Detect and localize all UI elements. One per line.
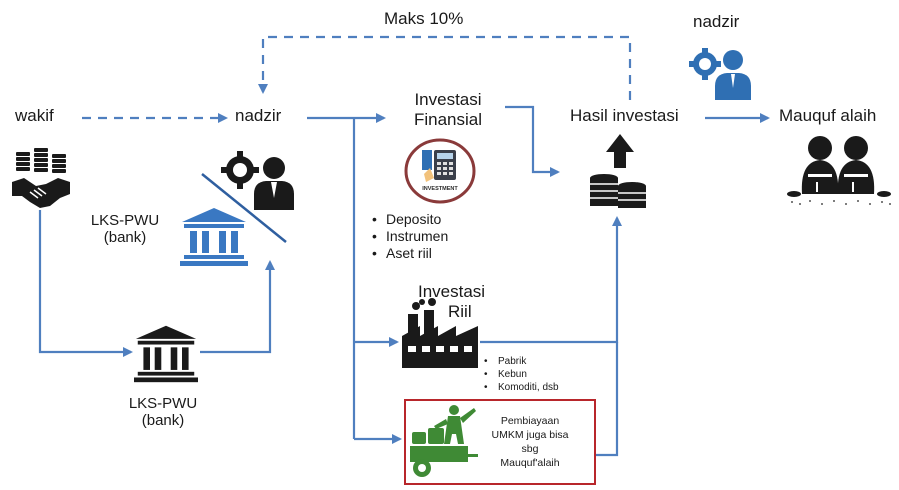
investasi-finansial-line1: Investasi [414,90,482,109]
nadzir-top-label: nadzir [693,12,740,31]
finansial-item: Instrumen [372,228,448,245]
arrow-finansial-hasil [505,105,560,177]
arrow-riil-hasil [480,216,622,344]
nadzir-label: nadzir [235,106,282,125]
lks-pwu-upper-line2: (bank) [103,229,147,247]
arrow-wakif-bank [38,210,133,357]
factory-icon [402,298,478,368]
umkm-line: sbg [521,443,539,455]
nadzir-blue-icon [689,48,751,100]
bank-lower-icon [134,325,198,383]
umkm-line: UMKM juga bisa [491,429,569,441]
finansial-item: Deposito [372,211,448,228]
lks-pwu-upper-label: LKS-PWU (bank) [80,212,170,247]
lks-pwu-lower-label: LKS-PWU (bank) [118,395,208,430]
hasil-investasi-label: Hasil investasi [570,106,679,125]
finansial-list: Deposito Instrumen Aset riil [372,211,448,262]
investasi-finansial-label: Investasi Finansial [398,90,498,129]
riil-item: Komoditi, dsb [484,381,559,394]
riil-item: Kebun [484,368,559,381]
lks-pwu-lower-line2: (bank) [141,412,185,430]
finansial-item: Aset riil [372,245,448,262]
investasi-riil-line2: Riil [448,302,472,321]
coins-handshake-icon [12,148,70,208]
umkm-text: Pembiayaan UMKM juga bisa sbg Mauquf'ala… [478,414,582,470]
beneficiary-people-icon [787,136,891,205]
arrow-bank-nadzir [200,260,275,354]
investasi-riil-line1: Investasi [418,282,486,301]
street-vendor-icon [410,405,478,477]
investment-icon: INVESTMENT [404,138,476,204]
bank-upper-icon [180,208,248,266]
umkm-line: Pembiayaan [500,415,560,427]
investasi-finansial-line2: Finansial [413,109,483,129]
wakif-label: wakif [15,106,54,125]
umkm-line: Mauquf'alaih [500,457,560,469]
arrow-maks-10 [258,35,632,100]
investment-icon-text: INVESTMENT [422,186,458,192]
lks-pwu-lower-line1: LKS-PWU [128,395,198,412]
umkm-box [404,399,596,485]
mauquf-alaih-label: Mauquf alaih [779,106,877,125]
coins-up-arrow-icon [590,134,646,208]
maks-label: Maks 10% [384,9,464,28]
divider-nadzir-bank [201,173,287,243]
nadzir-gear-icon [221,151,294,210]
lks-pwu-upper-line1: LKS-PWU [90,212,160,229]
riil-item: Pabrik [484,355,559,368]
riil-list: Pabrik Kebun Komoditi, dsb [484,355,559,394]
line-umkm-hasil [596,342,619,457]
